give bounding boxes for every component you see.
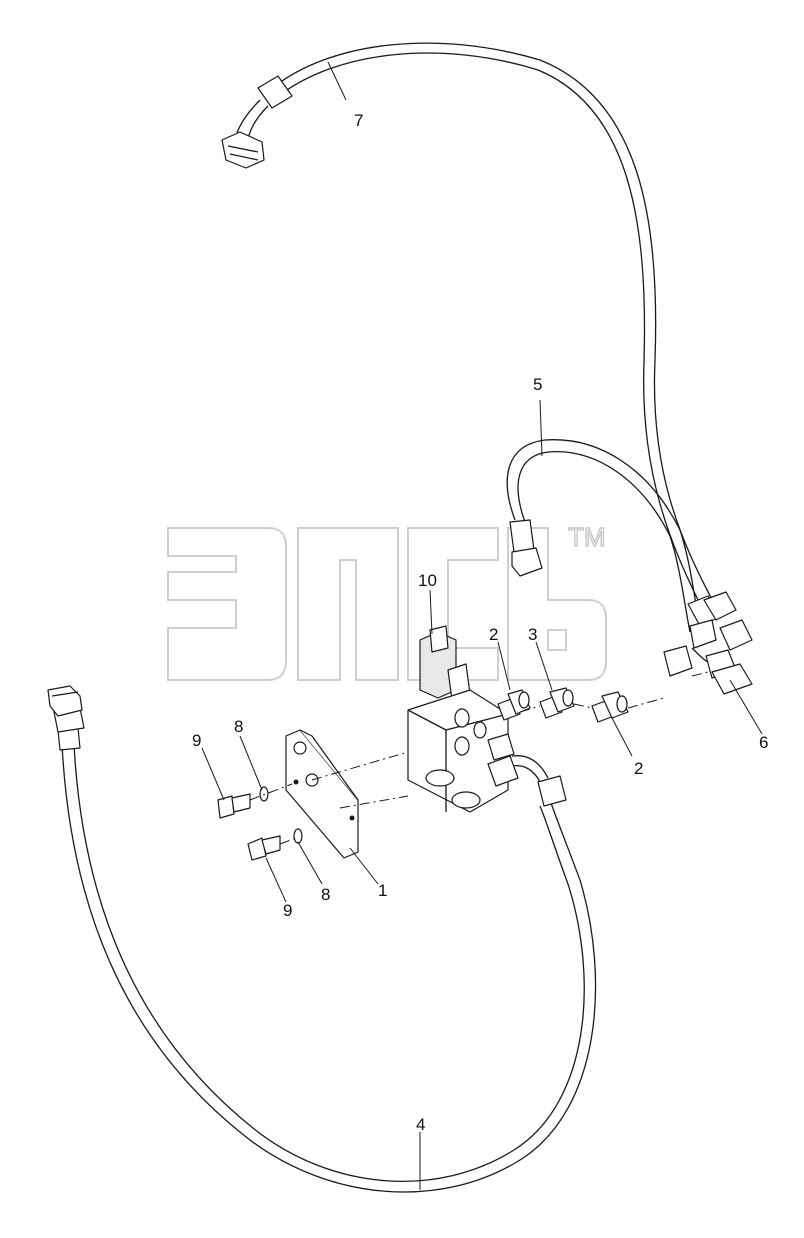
- screw-9-upper: [217, 793, 251, 819]
- callout-8-upper: 8: [234, 717, 243, 736]
- callout-2-lower: 2: [634, 759, 643, 778]
- callout-8-lower: 8: [321, 885, 330, 904]
- elbow-fitting-6: [663, 591, 753, 695]
- callout-9-lower: 9: [283, 901, 292, 920]
- callout-6: 6: [759, 733, 768, 752]
- callout-9-upper: 9: [192, 731, 201, 750]
- screw-9-lower: [247, 835, 281, 861]
- hose-4: [47, 685, 597, 1193]
- callouts: 7 5 10 2 3 6 2 8 9 8 9 1 4: [192, 111, 768, 1134]
- callout-10: 10: [418, 571, 437, 590]
- callout-2-upper: 2: [489, 625, 498, 644]
- hose-5: [506, 439, 701, 633]
- hose-7: [221, 42, 716, 611]
- callout-1: 1: [378, 881, 387, 900]
- callout-5: 5: [533, 375, 542, 394]
- callout-4: 4: [416, 1115, 425, 1134]
- adapter-2-left: [497, 689, 531, 721]
- bracket-1: [285, 729, 359, 859]
- leader-lines: [201, 61, 763, 1190]
- watermark-tm: TM: [568, 522, 606, 552]
- callout-3: 3: [528, 625, 537, 644]
- assembly-axes: [249, 671, 709, 845]
- washer-8-upper: [259, 786, 269, 802]
- washer-8-lower: [293, 828, 303, 844]
- adapter-3: [539, 687, 575, 719]
- valve-block: [407, 625, 519, 813]
- adapter-2-right: [591, 691, 629, 723]
- callout-7: 7: [354, 111, 363, 130]
